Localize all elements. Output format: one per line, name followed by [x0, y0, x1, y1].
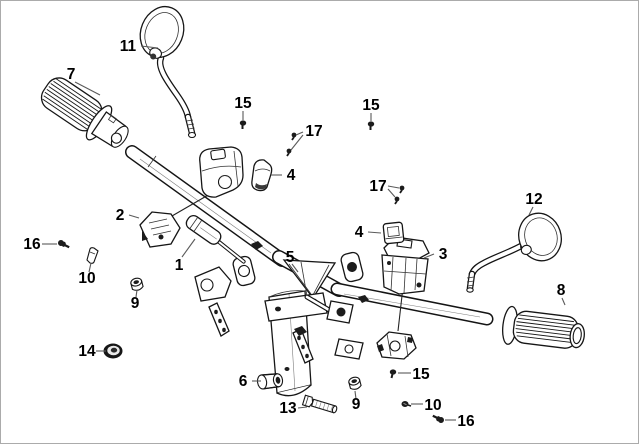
callout-label: 10 [78, 270, 95, 287]
callouts: 7 11 15 17 4 15 17 12 [23, 38, 565, 430]
callout-label: 17 [305, 123, 322, 140]
nut-14 [103, 343, 123, 359]
bolt-13 [301, 394, 338, 414]
callout-10-right: 10 [411, 397, 442, 414]
part-3-switch-housing [381, 236, 430, 295]
callout-label: 9 [131, 295, 140, 312]
callout-label: 15 [362, 97, 380, 114]
callout-label: 4 [287, 167, 296, 184]
callout-17-right: 17 [369, 178, 400, 198]
clip-10-left [86, 247, 99, 264]
callout-5: 5 [286, 249, 299, 273]
callout-label: 15 [412, 366, 430, 383]
callout-8: 8 [557, 282, 566, 306]
callout-label: 1 [175, 257, 184, 274]
callout-13: 13 [279, 400, 308, 417]
callout-7: 7 [67, 66, 101, 96]
callout-label: 5 [286, 249, 295, 266]
callout-label: 9 [352, 396, 361, 413]
right-grip [502, 305, 585, 349]
screw-10-right [401, 401, 412, 407]
callout-label: 2 [116, 207, 125, 224]
callout-15-top-right: 15 [362, 97, 380, 121]
right-switch-housing-lower [376, 331, 417, 360]
callout-label: 7 [67, 66, 76, 83]
spacer-9-left [130, 277, 144, 291]
part-4-left-cap [251, 159, 273, 192]
callout-label: 16 [23, 236, 41, 253]
screw-15-bottom [389, 369, 397, 379]
screw-17-right-a [399, 185, 405, 194]
part-1-throttle-sleeve [185, 214, 246, 264]
callout-9-left: 9 [131, 289, 140, 312]
callout-16-left: 16 [23, 236, 57, 253]
screw-17-top-a [291, 132, 297, 141]
callout-label: 4 [355, 224, 364, 241]
callout-16-bottom: 16 [445, 413, 475, 430]
bushing-6 [256, 373, 284, 390]
left-grip [40, 77, 129, 148]
callout-label: 11 [120, 38, 137, 55]
callout-9-right: 9 [352, 390, 361, 413]
spacer-9-right [348, 376, 362, 390]
callout-label: 3 [439, 246, 448, 263]
callout-2: 2 [116, 207, 140, 224]
callout-label: 16 [457, 413, 475, 430]
callout-3: 3 [423, 246, 448, 263]
callout-label: 15 [234, 95, 252, 112]
callout-label: 17 [369, 178, 386, 195]
callout-4-right: 4 [355, 224, 382, 241]
screw-16-bottom [432, 414, 444, 423]
callout-label: 8 [557, 282, 566, 299]
screw-17-right-b [394, 196, 400, 205]
left-mirror [139, 5, 197, 139]
callout-label: 10 [424, 397, 441, 414]
left-switch-housing [199, 146, 244, 198]
assembly-line-right-switch [397, 286, 404, 332]
callout-15-bottom: 15 [398, 366, 430, 383]
callout-label: 14 [78, 343, 96, 360]
part-4-right-connector [382, 221, 405, 245]
callout-11: 11 [120, 38, 159, 55]
callout-15-top-left: 15 [234, 95, 252, 120]
screw-17-top-b [286, 148, 292, 157]
callout-label: 13 [279, 400, 297, 417]
callout-6: 6 [239, 373, 261, 390]
callout-17-top: 17 [290, 123, 323, 151]
screw-15-top-left [239, 120, 247, 129]
callout-10-left: 10 [78, 262, 96, 287]
part-2-switch-piece [139, 211, 181, 248]
right-mirror [466, 212, 562, 293]
callout-4-left: 4 [271, 167, 296, 184]
callout-1: 1 [175, 238, 196, 274]
callout-label: 12 [525, 191, 542, 208]
screw-15-top-right [367, 121, 375, 130]
callout-14: 14 [78, 343, 106, 360]
center-stem-assembly [194, 241, 369, 397]
callout-label: 6 [239, 373, 248, 390]
screw-16-left [58, 240, 70, 249]
callout-12: 12 [525, 191, 543, 216]
